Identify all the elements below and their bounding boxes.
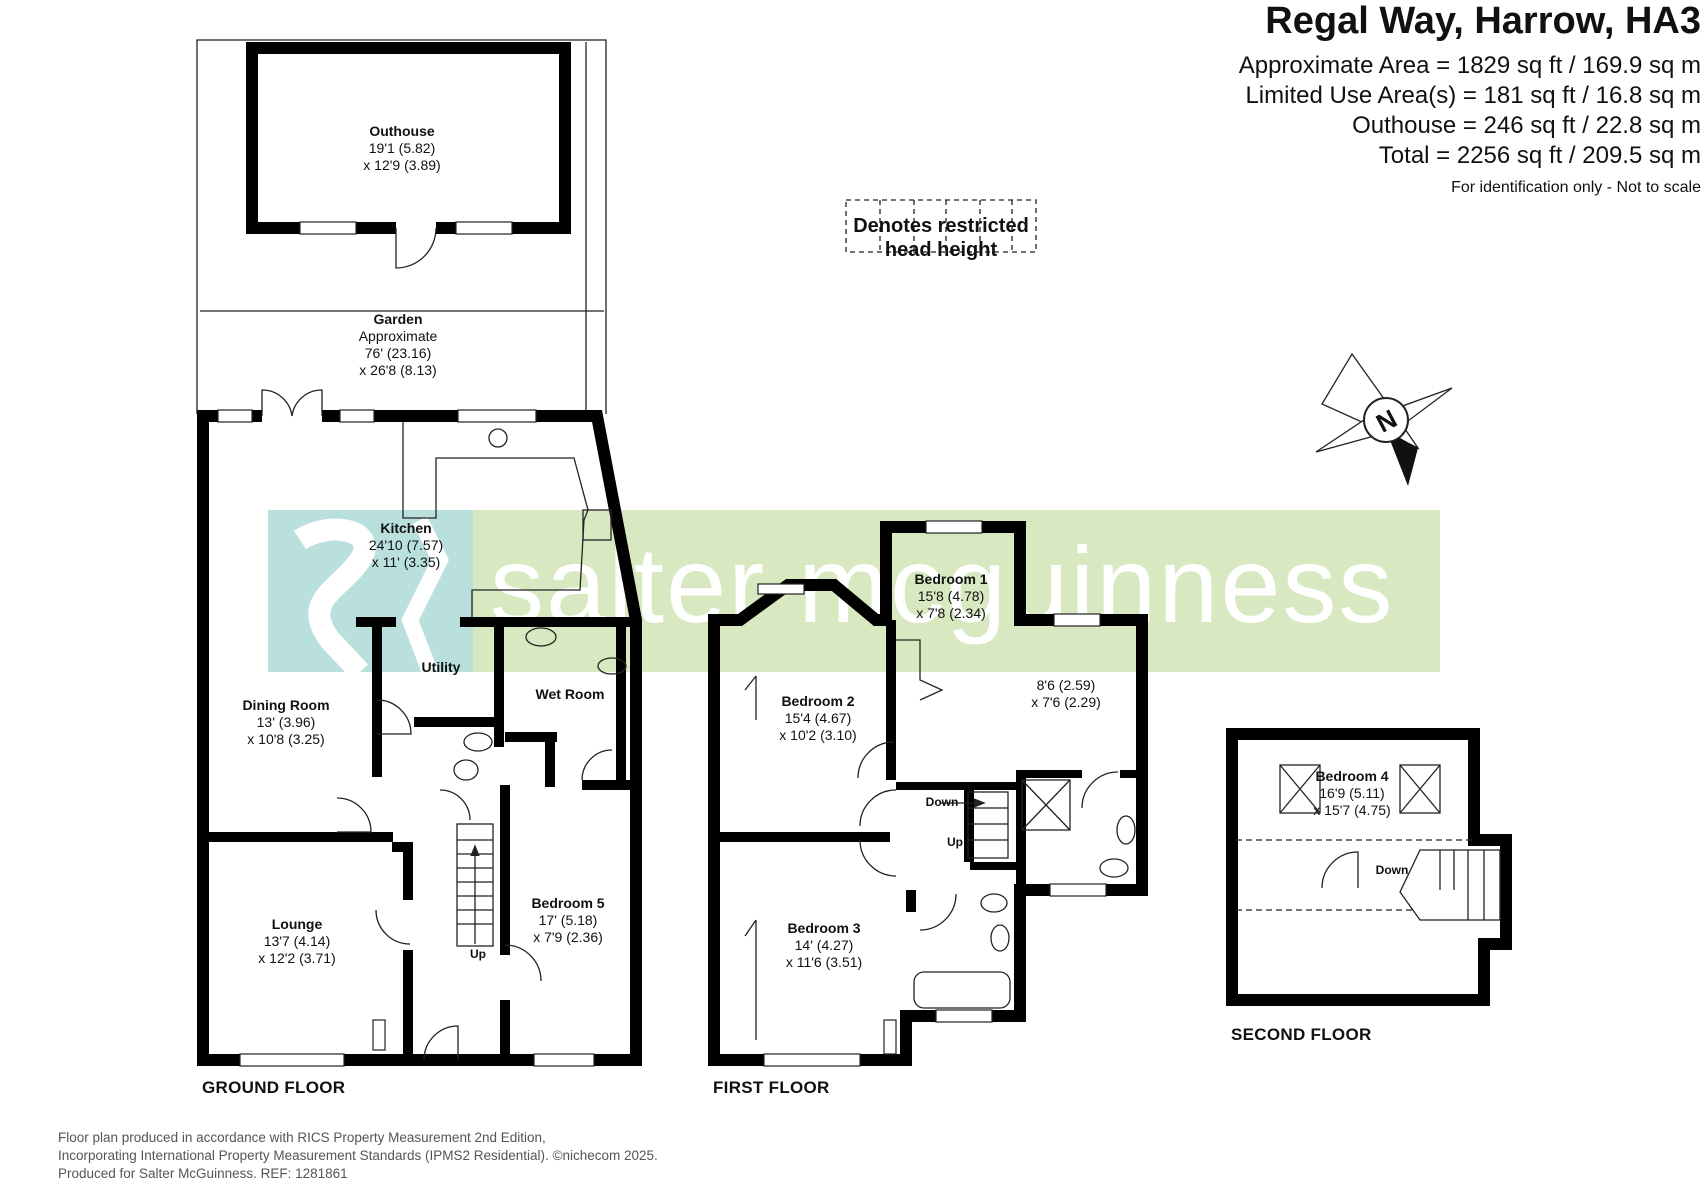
second-floor-walls — [1226, 728, 1512, 1006]
room-dim-lounge-1: 13'7 (4.14) — [264, 933, 331, 949]
area-total: Total = 2256 sq ft / 209.5 sq m — [1378, 142, 1701, 169]
property-title: Regal Way, Harrow, HA3 — [1265, 0, 1701, 42]
room-dim-garden-0: Approximate — [359, 328, 438, 344]
stairs-down-first: Down — [926, 795, 959, 809]
room-dim-garden-1: 76' (23.16) — [365, 345, 432, 361]
second-stairs — [1321, 849, 1501, 921]
room-dim-outhouse-1: 19'1 (5.82) — [369, 140, 436, 156]
skylights — [1279, 764, 1441, 814]
ground-interior-walls — [203, 617, 636, 1060]
room-name-dining: Dining Room — [242, 697, 329, 713]
room-dim-bedroom2-2: x 10'2 (3.10) — [779, 727, 856, 743]
footer-line-1: Floor plan produced in accordance with R… — [58, 1130, 546, 1145]
floor-label-ground: GROUND FLOOR — [202, 1078, 346, 1097]
room-name-wet-room: Wet Room — [536, 686, 605, 702]
first-stairs — [940, 791, 1009, 859]
room-dim-bedroom4-1: 16'9 (5.11) — [1319, 785, 1384, 801]
legend-box — [845, 199, 1037, 253]
legend-line-2: head height — [884, 239, 998, 261]
room-dim-bedroom3-2: x 11'6 (3.51) — [786, 954, 862, 970]
room-name-bedroom4: Bedroom 4 — [1315, 768, 1388, 784]
area-limited-use: Limited Use Area(s) = 181 sq ft / 16.8 s… — [1245, 82, 1701, 109]
room-dim-bedroom1-1: 15'8 (4.78) — [918, 588, 985, 604]
room-name-utility: Utility — [422, 659, 461, 675]
legend-line-1: Denotes restricted — [853, 215, 1029, 237]
area-approximate: Approximate Area = 1829 sq ft / 169.9 sq… — [1238, 52, 1701, 79]
room-name-bedroom2: Bedroom 2 — [781, 693, 854, 709]
ground-sanitary — [453, 627, 627, 781]
ground-stairs — [456, 823, 494, 947]
room-name-kitchen: Kitchen — [380, 520, 431, 536]
legend-text: Denotes restricted head height — [846, 214, 1036, 262]
room-name-garden: Garden — [373, 311, 422, 327]
room-dim-bedroom1-2: x 7'8 (2.34) — [916, 605, 986, 621]
floor-label-second: SECOND FLOOR — [1231, 1025, 1372, 1044]
room-name-bedroom1: Bedroom 1 — [914, 571, 987, 587]
room-dim-bedroom4-2: x 15'7 (4.75) — [1313, 802, 1390, 818]
room-dim-bedroom3-1: 14' (4.27) — [795, 937, 854, 953]
floor-label-first: FIRST FLOOR — [713, 1078, 830, 1097]
footer-line-3: Produced for Salter McGuinness. REF: 128… — [58, 1166, 348, 1181]
room-dim-kitchen-2: x 11' (3.35) — [372, 554, 441, 570]
room-dim-outhouse-2: x 12'9 (3.89) — [363, 157, 440, 173]
room-labels: Outhouse 19'1 (5.82) x 12'9 (3.89) Garde… — [242, 123, 1408, 970]
watermark: salter mcguinness — [268, 510, 1440, 680]
room-name-bedroom3: Bedroom 3 — [787, 920, 860, 936]
area-outhouse: Outhouse = 246 sq ft / 22.8 sq m — [1352, 112, 1701, 139]
garden-boundary — [196, 39, 607, 414]
compass-icon: N — [1315, 352, 1453, 486]
room-dim-bed1ext-2: x 7'6 (2.29) — [1031, 694, 1101, 710]
room-name-outhouse: Outhouse — [369, 123, 435, 139]
room-dim-dining-2: x 10'8 (3.25) — [247, 731, 324, 747]
stairs-up-first: Up — [947, 835, 963, 849]
stairs-up-ground: Up — [470, 947, 486, 961]
identification-note: For identification only - Not to scale — [1451, 179, 1701, 196]
room-dim-garden-2: x 26'8 (8.13) — [359, 362, 436, 378]
room-dim-bedroom5-1: 17' (5.18) — [539, 912, 598, 928]
room-dim-dining-1: 13' (3.96) — [257, 714, 316, 730]
stairs-down-second: Down — [1376, 863, 1409, 877]
first-floor-walls — [708, 521, 1148, 1066]
room-dim-kitchen-1: 24'10 (7.57) — [369, 537, 443, 553]
room-dim-bed1ext-1: 8'6 (2.59) — [1037, 677, 1096, 693]
room-dim-bedroom5-2: x 7'9 (2.36) — [533, 929, 603, 945]
room-dim-bedroom2-1: 15'4 (4.67) — [785, 710, 852, 726]
first-interior-walls — [714, 620, 1142, 912]
room-name-bedroom5: Bedroom 5 — [531, 895, 604, 911]
room-name-lounge: Lounge — [272, 916, 323, 932]
first-sanitary — [913, 779, 1136, 1009]
room-dim-lounge-2: x 12'2 (3.71) — [258, 950, 335, 966]
footer-line-2: Incorporating International Property Mea… — [58, 1148, 658, 1163]
